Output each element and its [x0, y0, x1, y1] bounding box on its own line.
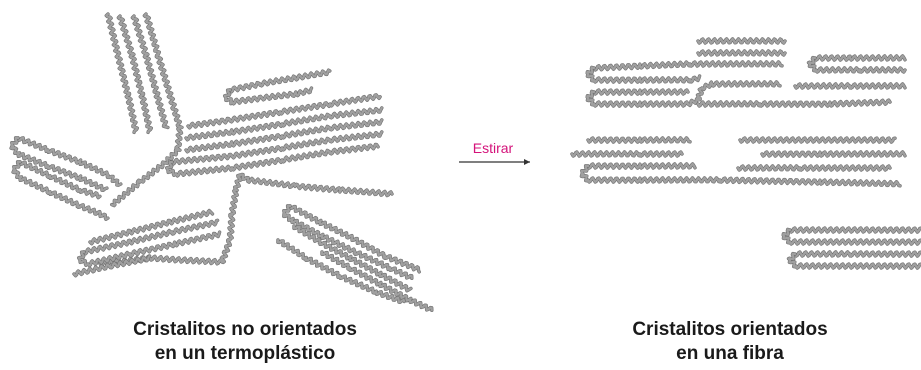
polymer-chain [228, 68, 332, 94]
polymer-chain [736, 164, 892, 172]
polymer-chain [104, 12, 139, 135]
polymer-chain [696, 98, 892, 108]
polymer-chain [592, 88, 690, 96]
polymer-chain [170, 130, 384, 166]
polymer-chain [793, 250, 921, 258]
stretch-arrow [459, 159, 530, 165]
polymer-chain [586, 162, 697, 170]
polymer-chain [186, 93, 382, 130]
polymer-chain [282, 204, 414, 280]
polymer-chain [16, 136, 123, 187]
caption-unoriented-line1: Cristalitos no orientados [133, 319, 357, 340]
polymer-chain [184, 118, 384, 154]
polymer-chain [292, 224, 413, 293]
polymer-chain [223, 86, 314, 106]
polymer-chain [276, 238, 406, 304]
polymer-chain [96, 172, 394, 268]
caption-oriented-line1: Cristalitos orientados [632, 319, 828, 340]
polymer-chain [11, 160, 110, 221]
polymer-chain [288, 204, 421, 274]
polymer-chain [786, 251, 921, 270]
polymer-chain [813, 54, 907, 62]
polymer-chain [72, 254, 152, 278]
polymer-chain [793, 82, 907, 90]
caption-unoriented: Cristalitos no orientados en un termoplá… [120, 318, 370, 366]
stretch-label: Estirar [472, 140, 514, 156]
polymer-chain [82, 218, 220, 256]
polymer-chain [110, 12, 184, 208]
polymer-chain [696, 49, 787, 57]
polymer-chain [77, 230, 222, 268]
polymer-chain [696, 37, 787, 45]
unoriented-crystallites [9, 12, 434, 312]
polymer-chain [184, 106, 384, 142]
polymer-chain [320, 250, 434, 312]
polymer-chain [738, 136, 897, 144]
polymer-chain [806, 55, 907, 74]
polymer-chain [585, 80, 782, 108]
caption-unoriented-line2: en un termoplástico [154, 343, 336, 364]
polymer-chain [18, 160, 102, 200]
polymer-chain [9, 136, 109, 192]
polymer-chain [88, 208, 215, 246]
polymer-chain [130, 14, 170, 130]
polymer-chain [760, 150, 907, 158]
polymer-chain [592, 60, 784, 72]
polymer-chain [788, 226, 921, 234]
polymer-chain [570, 150, 684, 158]
polymer-chain [116, 14, 153, 135]
polymer-chain [165, 142, 380, 178]
polymer-chain [585, 65, 702, 84]
polymer-chain [781, 227, 921, 246]
caption-oriented-line2: en una fibra [676, 343, 784, 364]
polymer-chain [579, 164, 902, 188]
oriented-crystallites [570, 37, 921, 270]
polymer-chain [586, 136, 692, 144]
caption-oriented: Cristalitos orientados en una fibra [605, 318, 855, 366]
